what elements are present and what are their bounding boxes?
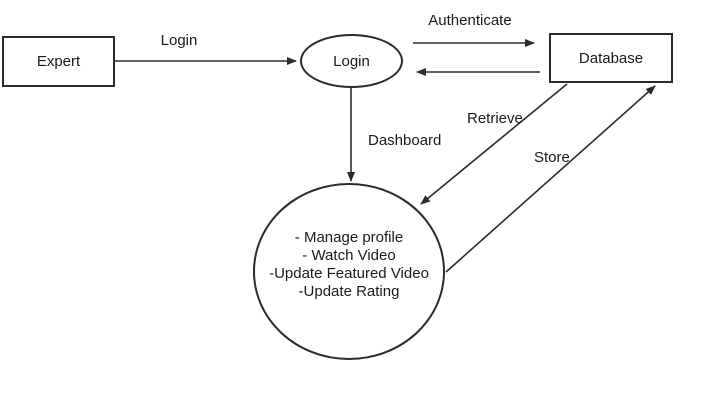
node-login-label: Login bbox=[333, 52, 370, 70]
edge-label-store: Store bbox=[534, 149, 570, 166]
node-dashboard-circle: - Manage profile - Watch Video -Update F… bbox=[253, 183, 445, 360]
edge-store-arrow bbox=[445, 85, 656, 273]
node-expert-label: Expert bbox=[36, 53, 81, 70]
edge-label-login: Login bbox=[160, 32, 198, 49]
edge-label-authenticate: Authenticate bbox=[428, 12, 512, 29]
node-database-label: Database bbox=[578, 49, 644, 67]
dashboard-item-update-featured-video: -Update Featured Video bbox=[269, 265, 429, 282]
edge-label-dashboard: Dashboard bbox=[368, 132, 442, 149]
dashboard-item-manage-profile: - Manage profile bbox=[294, 229, 404, 246]
dashboard-item-update-rating: -Update Rating bbox=[298, 283, 400, 300]
node-expert: Expert bbox=[2, 36, 115, 87]
node-login: Login bbox=[300, 34, 403, 88]
dashboard-item-watch-video: - Watch Video bbox=[302, 247, 396, 264]
edges-group bbox=[115, 39, 656, 273]
edge-label-retrieve: Retrieve bbox=[467, 110, 523, 127]
node-database: Database bbox=[549, 33, 673, 83]
edge-retrieve-arrow bbox=[420, 83, 568, 205]
